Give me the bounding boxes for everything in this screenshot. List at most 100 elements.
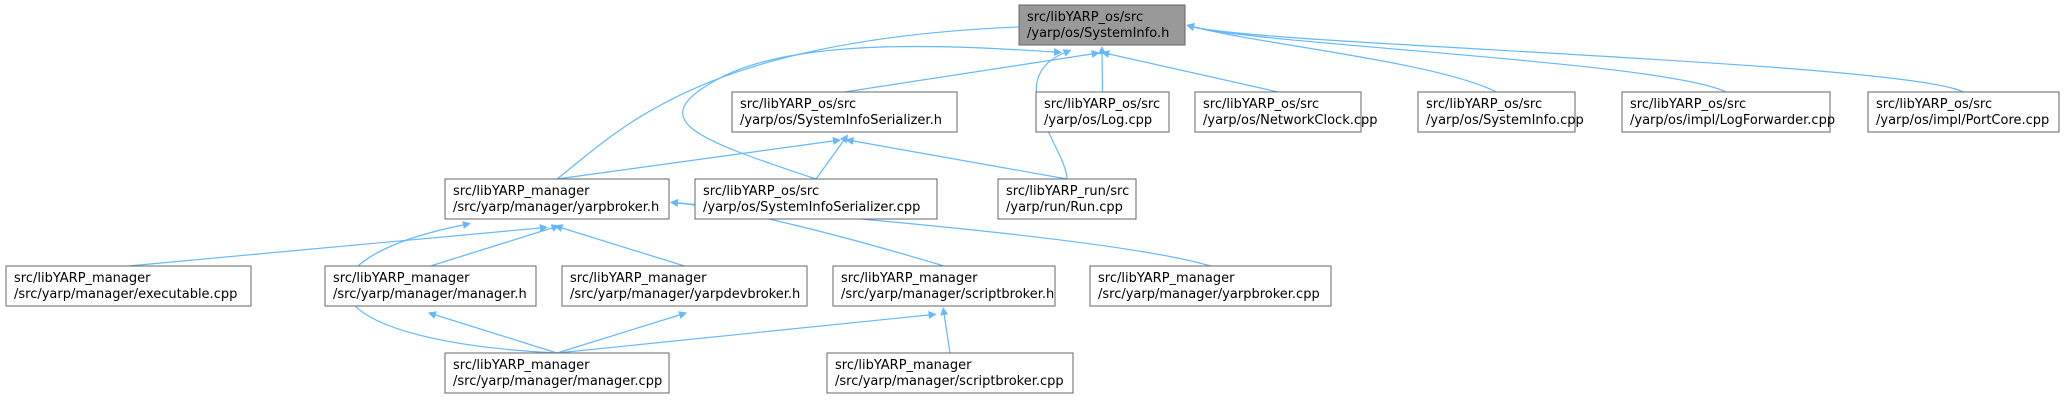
node-box[interactable] [1621,91,1831,133]
node-label-line-1: src/libYARP_os/src [740,97,856,112]
node-systeminfo-h[interactable]: src/libYARP_os/src/yarp/os/SystemInfo.h [1018,4,1186,46]
node-systeminfoserializer-cpp[interactable]: src/libYARP_os/src/yarp/os/SystemInfoSer… [694,178,938,220]
node-label-line-1: src/libYARP_manager [570,271,707,286]
node-label-line-1: src/libYARP_os/src [703,184,819,199]
node-logforwarder-cpp[interactable]: src/libYARP_os/src/yarp/os/impl/LogForwa… [1621,91,1835,133]
node-box[interactable] [561,265,808,307]
edge-line [1186,23,1727,93]
node-label-line-2: /yarp/os/impl/LogForwarder.cpp [1630,113,1835,128]
node-label-line-1: src/libYARP_manager [333,271,470,286]
node-label-line-1: src/libYARP_os/src [1876,97,1992,112]
edge-line [556,23,1027,180]
node-systeminfo-cpp[interactable]: src/libYARP_os/src/yarp/os/SystemInfo.cp… [1417,91,1584,133]
node-label-line-1: src/libYARP_os/src [1426,97,1542,112]
node-label-line-1: src/libYARP_manager [841,271,978,286]
node-label-line-2: /yarp/os/SystemInfoSerializer.cpp [703,200,920,215]
node-run-cpp[interactable]: src/libYARP_run/src/yarp/run/Run.cpp [997,178,1137,220]
node-label-line-2: /yarp/os/SystemInfo.h [1027,26,1169,41]
node-label-line-1: src/libYARP_manager [453,358,590,373]
node-box[interactable] [444,178,670,220]
edge-line [556,137,841,180]
edge-line [1186,23,1964,93]
node-box[interactable] [731,91,958,133]
node-label-line-2: /yarp/os/Log.cpp [1044,113,1152,128]
node-scriptbroker-cpp[interactable]: src/libYARP_manager/src/yarp/manager/scr… [826,352,1074,394]
node-box[interactable] [1089,265,1332,307]
edge-yarpdevbroker_h-includes-yarpbroker_h [554,224,685,267]
node-label-line-2: /src/yarp/manager/yarpdevbroker.h [570,287,800,302]
node-label-line-1: src/libYARP_manager [835,358,972,373]
edge-manager_cpp-includes-manager_h [427,311,558,354]
node-box[interactable] [444,352,670,394]
node-label-line-1: src/libYARP_os/src [1203,97,1319,112]
edge-line [844,50,1100,93]
node-label-line-2: /yarp/os/NetworkClock.cpp [1203,113,1378,128]
node-label-line-2: /yarp/os/SystemInfoSerializer.h [740,113,942,128]
edge-yarpbroker_h-includes-systeminfo_h [556,23,1027,180]
node-systeminfoserializer-h[interactable]: src/libYARP_os/src/yarp/os/SystemInfoSer… [731,91,958,133]
edge-line [427,311,558,354]
node-label-line-1: src/libYARP_run/src [1006,184,1129,199]
node-label-line-1: src/libYARP_os/src [1630,97,1746,112]
node-yarpbroker-h[interactable]: src/libYARP_manager/src/yarp/manager/yar… [444,178,670,220]
node-box[interactable] [1194,91,1362,133]
edge-line [556,311,688,354]
node-label-line-2: /src/yarp/manager/manager.cpp [453,374,662,389]
nodes-layer: src/libYARP_os/src/yarp/os/SystemInfo.hs… [5,4,2060,394]
node-box[interactable] [5,265,252,307]
node-box[interactable] [832,265,1056,307]
node-label-line-2: /src/yarp/manager/yarpbroker.cpp [1098,287,1320,302]
node-box[interactable] [694,178,938,220]
node-label-line-2: /src/yarp/manager/manager.h [333,287,527,302]
node-label-line-2: /yarp/run/Run.cpp [1006,200,1123,215]
node-label-line-1: src/libYARP_manager [453,184,590,199]
edge-manager_cpp-includes-scriptbroker_h [556,311,937,354]
edge-line [1101,50,1279,93]
edge-portcore_cpp-includes-systeminfo_h [1186,23,1964,93]
edge-line [682,45,1062,180]
edge-systeminfo_cpp-includes-systeminfo_h [1186,23,1497,93]
node-label-line-1: src/libYARP_manager [1098,271,1235,286]
edge-run_cpp-includes-systeminfoserializer_h [845,137,1068,180]
edge-line [554,224,685,267]
node-label-line-2: /src/yarp/manager/executable.cpp [14,287,237,302]
node-label-line-1: src/libYARP_manager [14,271,151,286]
node-box[interactable] [997,178,1137,220]
edge-line [430,224,560,267]
edge-line [815,134,849,180]
node-portcore-cpp[interactable]: src/libYARP_os/src/yarp/os/impl/PortCore… [1867,91,2060,133]
node-executable-cpp[interactable]: src/libYARP_manager/src/yarp/manager/exe… [5,265,252,307]
edge-line [128,224,548,267]
node-label-line-2: /src/yarp/manager/scriptbroker.cpp [835,374,1064,389]
node-label-line-2: /yarp/os/SystemInfo.cpp [1426,113,1584,128]
edge-line [1186,23,1497,93]
node-log-cpp[interactable]: src/libYARP_os/src/yarp/os/Log.cpp [1035,91,1170,133]
node-manager-cpp[interactable]: src/libYARP_manager/src/yarp/manager/man… [444,352,670,394]
edge-logforwarder_cpp-includes-systeminfo_h [1186,23,1727,93]
root-node-box[interactable] [1018,4,1186,46]
edge-executable_cpp-includes-yarpbroker_h [128,224,548,267]
node-yarpbroker-cpp[interactable]: src/libYARP_manager/src/yarp/manager/yar… [1089,265,1332,307]
node-label-line-1: src/libYARP_os/src [1027,10,1143,25]
edge-networkclock_cpp-includes-systeminfo_h [1101,50,1279,93]
node-networkclock-cpp[interactable]: src/libYARP_os/src/yarp/os/NetworkClock.… [1194,91,1378,133]
node-yarpdevbroker-h[interactable]: src/libYARP_manager/src/yarp/manager/yar… [561,265,808,307]
node-label-line-2: /yarp/os/impl/PortCore.cpp [1876,113,2049,128]
node-box[interactable] [1417,91,1576,133]
node-scriptbroker-h[interactable]: src/libYARP_manager/src/yarp/manager/scr… [832,265,1056,307]
node-box[interactable] [324,265,537,307]
node-manager-h[interactable]: src/libYARP_manager/src/yarp/manager/man… [324,265,537,307]
edge-systeminfoserializer_cpp-includes-systeminfoserializer_h [815,134,849,180]
node-label-line-1: src/libYARP_os/src [1044,97,1160,112]
edge-systeminfoserializer_cpp-includes-systeminfo_h [682,45,1062,180]
edge-line [845,137,1068,180]
edge-systeminfoserializer_h-includes-systeminfo_h [844,50,1100,93]
node-box[interactable] [1035,91,1170,133]
edge-line [556,311,937,354]
edge-manager_h-includes-yarpbroker_h [430,224,560,267]
node-box[interactable] [826,352,1074,394]
edge-manager_cpp-includes-yarpdevbroker_h [556,311,688,354]
node-label-line-2: /src/yarp/manager/scriptbroker.h [841,287,1054,302]
node-box[interactable] [1867,91,2060,133]
